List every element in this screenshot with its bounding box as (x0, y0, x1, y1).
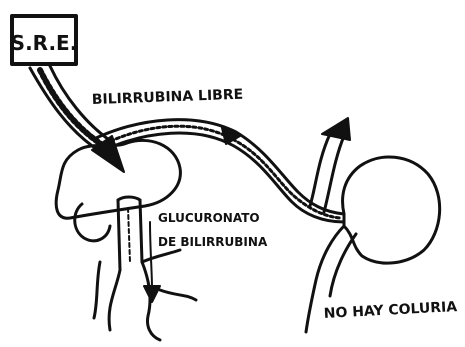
kidney-outline (343, 157, 440, 263)
glucuronate-label-line2: DE BILIRRUBINA (158, 235, 268, 249)
intestine-outline (94, 262, 196, 340)
gallbladder-outline (75, 204, 110, 241)
glucuronate-label-line1: GLUCURONATO (158, 211, 260, 225)
sre-to-liver-arrow (30, 66, 124, 172)
bile-duct-top (118, 197, 140, 200)
bile-duct-center (128, 208, 130, 262)
sre-box: S.R.E. (11, 16, 78, 64)
deflected-arrow-edge-right (324, 136, 344, 212)
sre-box-label: S.R.E. (11, 31, 78, 55)
deflected-arrowhead (322, 118, 350, 140)
duct-arrow-line (150, 222, 152, 288)
free-bilirubin-label: BILIRRUBINA LIBRE (92, 87, 244, 108)
sre-arrow-hatching (40, 70, 104, 146)
no-choluria-label: NO HAY COLURIA (323, 299, 457, 322)
duct-to-intestine-arrow (144, 222, 160, 302)
bile-duct-branch (142, 250, 180, 262)
duct-arrowhead (144, 286, 160, 302)
